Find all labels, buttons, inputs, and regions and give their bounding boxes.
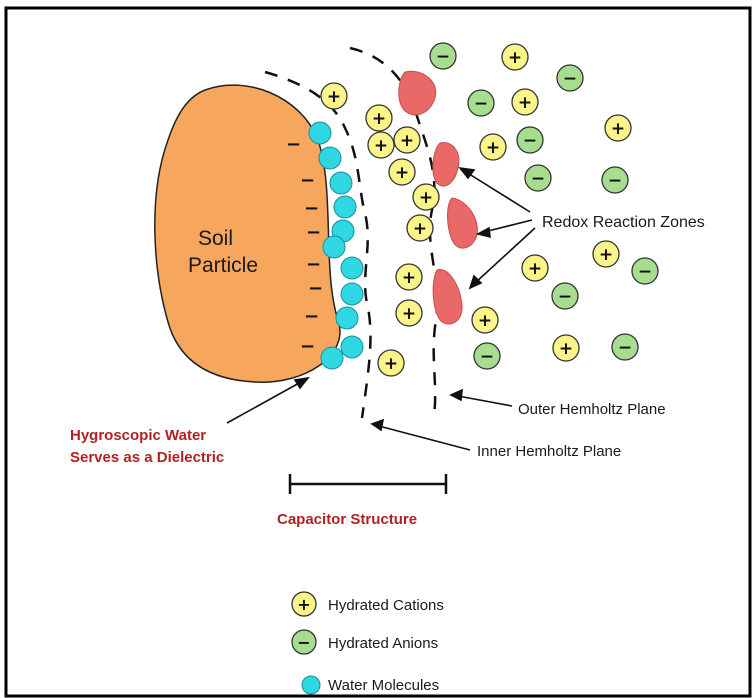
anion: −	[517, 127, 543, 153]
hygroscopic-water-label-line2: Serves as a Dielectric	[70, 449, 224, 466]
water-molecule-icon	[321, 347, 343, 369]
anion: −	[602, 167, 628, 193]
legend-water-icon	[302, 676, 320, 694]
cation: +	[593, 241, 619, 267]
anion: −	[430, 43, 456, 69]
anion-sign: −	[436, 47, 450, 67]
cation: +	[389, 159, 415, 185]
anion-sign: −	[618, 338, 632, 358]
anion: −	[468, 90, 494, 116]
cation: +	[502, 44, 528, 70]
surface-charge-icon: −	[306, 222, 321, 243]
cation-sign: +	[508, 48, 522, 68]
cation-sign: +	[599, 245, 613, 265]
cation-sign: +	[402, 304, 416, 324]
cation: +	[396, 300, 422, 326]
cation-sign: +	[611, 119, 625, 139]
anion: −	[557, 65, 583, 91]
surface-charge-icon: −	[306, 254, 321, 275]
surface-charge-icon: −	[304, 198, 319, 219]
anion-sign: −	[531, 169, 545, 189]
cation: +	[394, 127, 420, 153]
legend: + Hydrated Cations − Hydrated Anions Wat…	[292, 592, 444, 694]
cation: +	[396, 264, 422, 290]
anion: −	[632, 258, 658, 284]
cation-sign: +	[559, 339, 573, 359]
anion-sign: −	[474, 94, 488, 114]
legend-water-label: Water Molecules	[328, 677, 439, 694]
anion: −	[612, 334, 638, 360]
cation: +	[368, 132, 394, 158]
cation-sign: +	[486, 138, 500, 158]
water-molecule-icon	[323, 236, 345, 258]
cation-sign: +	[528, 259, 542, 279]
anion-sign: −	[608, 171, 622, 191]
legend-cation-label: Hydrated Cations	[328, 597, 444, 614]
cation: +	[553, 335, 579, 361]
capacitor-structure-label: Capacitor Structure	[277, 511, 417, 528]
anion-sign: −	[558, 287, 572, 307]
cation-sign: +	[400, 131, 414, 151]
cation: +	[366, 105, 392, 131]
hygroscopic-water-label-line1: Hygroscopic Water	[70, 427, 206, 444]
water-molecule-icon	[309, 122, 331, 144]
inner-plane-label: Inner Hemholtz Plane	[477, 443, 621, 460]
surface-charge-icon: −	[300, 336, 315, 357]
cation: +	[480, 134, 506, 160]
surface-charge-icon: −	[304, 306, 319, 327]
cation-sign: +	[478, 311, 492, 331]
anion-sign: −	[523, 131, 537, 151]
redox-zones-label: Redox Reaction Zones	[542, 214, 705, 231]
water-molecule-icon	[319, 147, 341, 169]
cation: +	[472, 307, 498, 333]
cation: +	[522, 255, 548, 281]
cation: +	[512, 89, 538, 115]
water-molecule-icon	[341, 283, 363, 305]
water-molecule-icon	[341, 257, 363, 279]
cation-sign: +	[374, 136, 388, 156]
cation-sign: +	[518, 93, 532, 113]
anion: −	[525, 165, 551, 191]
cation: +	[407, 215, 433, 241]
cation-sign: +	[395, 163, 409, 183]
legend-cation-sign: +	[297, 595, 310, 614]
surface-charge-icon: −	[300, 170, 315, 191]
anion-sign: −	[563, 69, 577, 89]
soil-particle-label-line2: Particle	[188, 254, 258, 277]
water-molecule-icon	[341, 336, 363, 358]
outer-plane-label: Outer Hemholtz Plane	[518, 401, 666, 418]
water-molecule-icon	[330, 172, 352, 194]
cation-sign: +	[372, 109, 386, 129]
soil-particle-label-line1: Soil	[198, 227, 233, 250]
surface-charge-icon: −	[286, 134, 301, 155]
water-molecule-icon	[336, 307, 358, 329]
legend-anion-label: Hydrated Anions	[328, 635, 438, 652]
cation-sign: +	[419, 188, 433, 208]
legend-anion-sign: −	[297, 633, 310, 652]
cation-sign: +	[327, 87, 341, 107]
cation-sign: +	[384, 354, 398, 374]
anion: −	[474, 343, 500, 369]
cation: +	[413, 184, 439, 210]
surface-charge-icon: −	[308, 278, 323, 299]
anion-sign: −	[638, 262, 652, 282]
water-molecule-icon	[334, 196, 356, 218]
cation-sign: +	[413, 219, 427, 239]
cation: +	[605, 115, 631, 141]
anion-sign: −	[480, 347, 494, 367]
cation: +	[378, 350, 404, 376]
anion: −	[552, 283, 578, 309]
cation-sign: +	[402, 268, 416, 288]
cation: +	[321, 83, 347, 109]
